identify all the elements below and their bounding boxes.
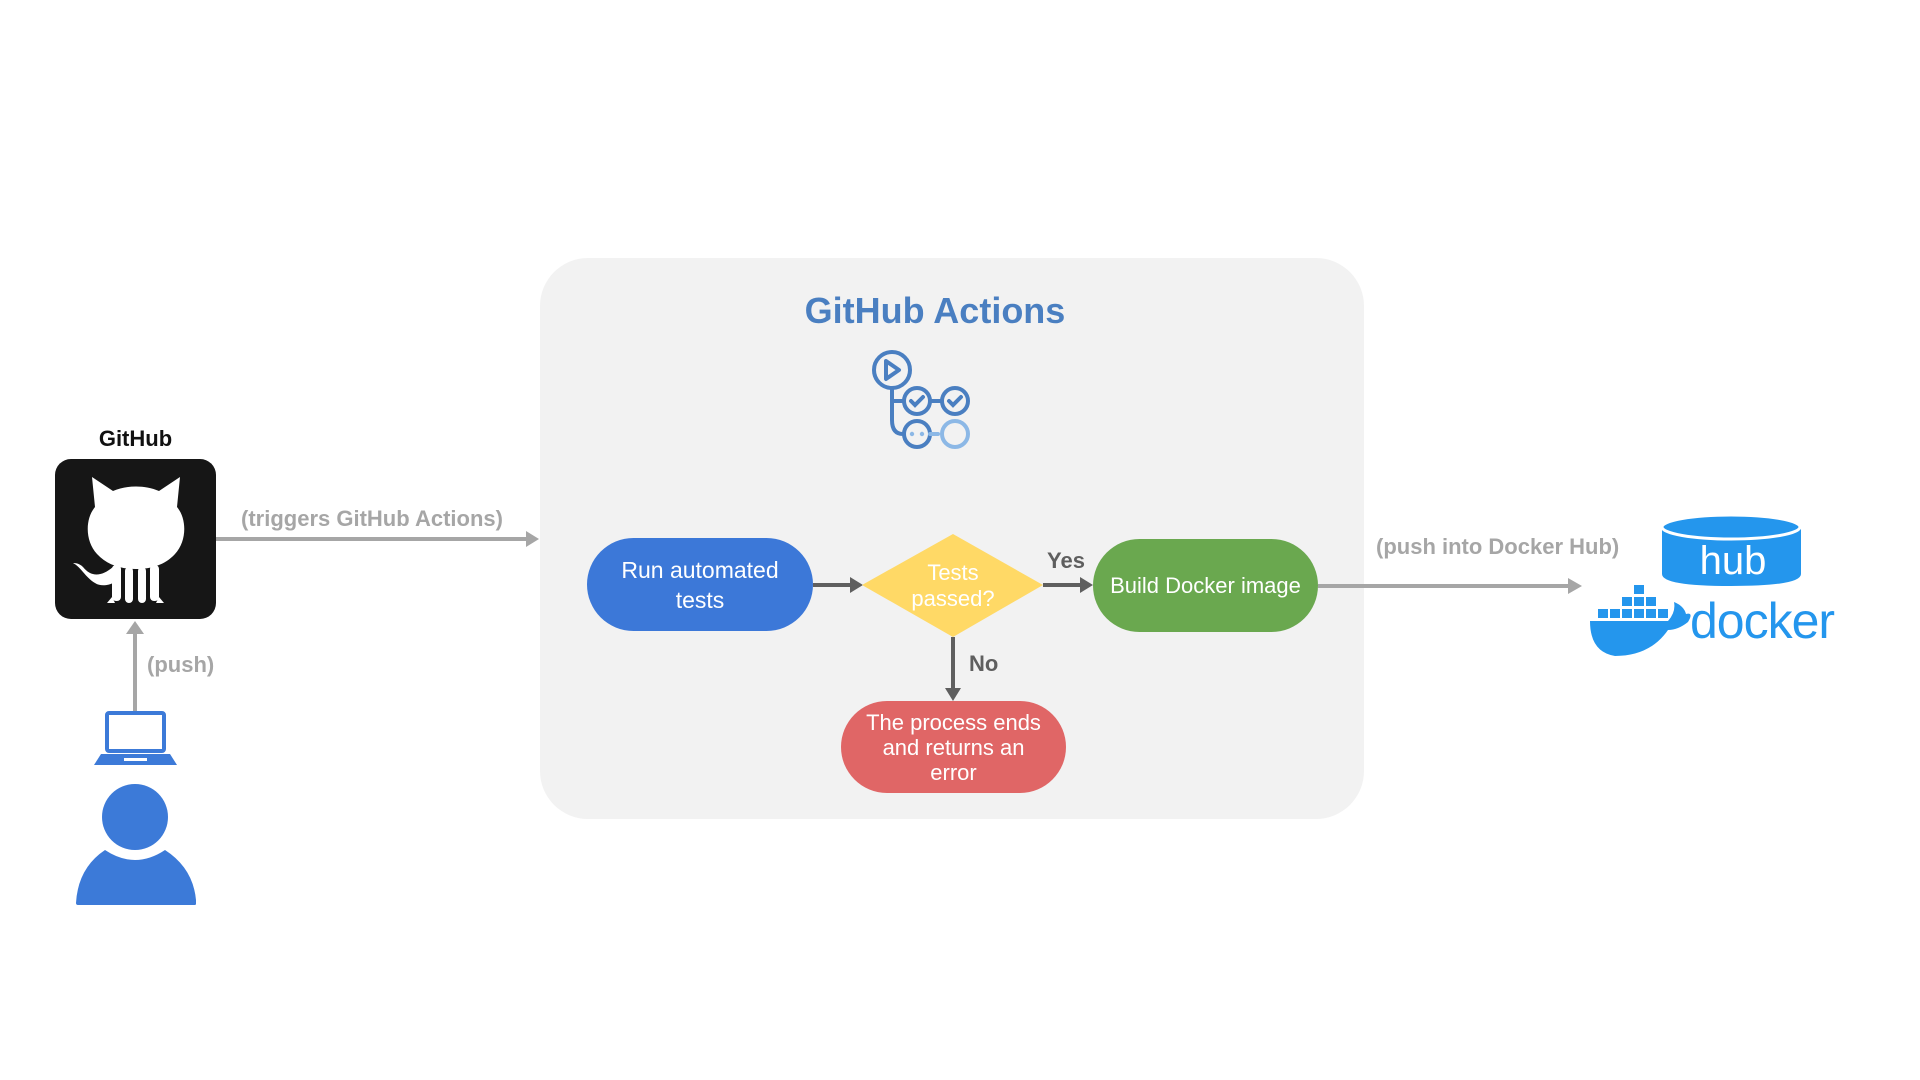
run-tests-line-2: tests [675,586,725,613]
hub-text: hub [1699,539,1767,583]
person-icon [76,784,196,905]
docker-wordmark: docker [1690,593,1835,649]
error-node[interactable]: The process ends and returns an error [841,701,1066,793]
docker-push-label: (push into Docker Hub) [1376,534,1620,559]
github-node[interactable] [55,459,216,619]
decision-text: Tests passed? [878,556,1028,616]
error-line-2: and returns an [882,734,1025,760]
decision-line-1: Tests [927,560,979,585]
run-tests-line-1: Run automated [621,556,779,583]
error-line-3: error [930,759,977,785]
decision-diamond[interactable] [862,534,1043,637]
yes-arrow [1043,577,1093,593]
yes-label: Yes [1047,548,1085,573]
laptop-icon [94,711,177,765]
docker-push-arrow [1318,578,1582,594]
trigger-label: (triggers GitHub Actions) [241,506,503,531]
build-image-label: Build Docker image [1110,572,1301,598]
push-arrow [126,621,144,711]
no-label: No [969,651,999,676]
github-actions-title: GitHub Actions [804,290,1066,331]
build-image-node[interactable]: Build Docker image [1093,539,1318,632]
decision-line-2: passed? [911,586,995,611]
tests-to-decision-arrow [813,577,863,593]
github-label: GitHub [98,426,173,451]
no-arrow [945,637,961,701]
error-line-1: The process ends [866,709,1041,735]
trigger-arrow [216,531,539,547]
github-octocat-icon [73,477,185,603]
run-tests-node[interactable]: Run automated tests [587,538,813,631]
push-label: (push) [147,652,215,677]
hub-cylinder-icon [1660,513,1802,586]
docker-whale-icon [1590,585,1691,656]
